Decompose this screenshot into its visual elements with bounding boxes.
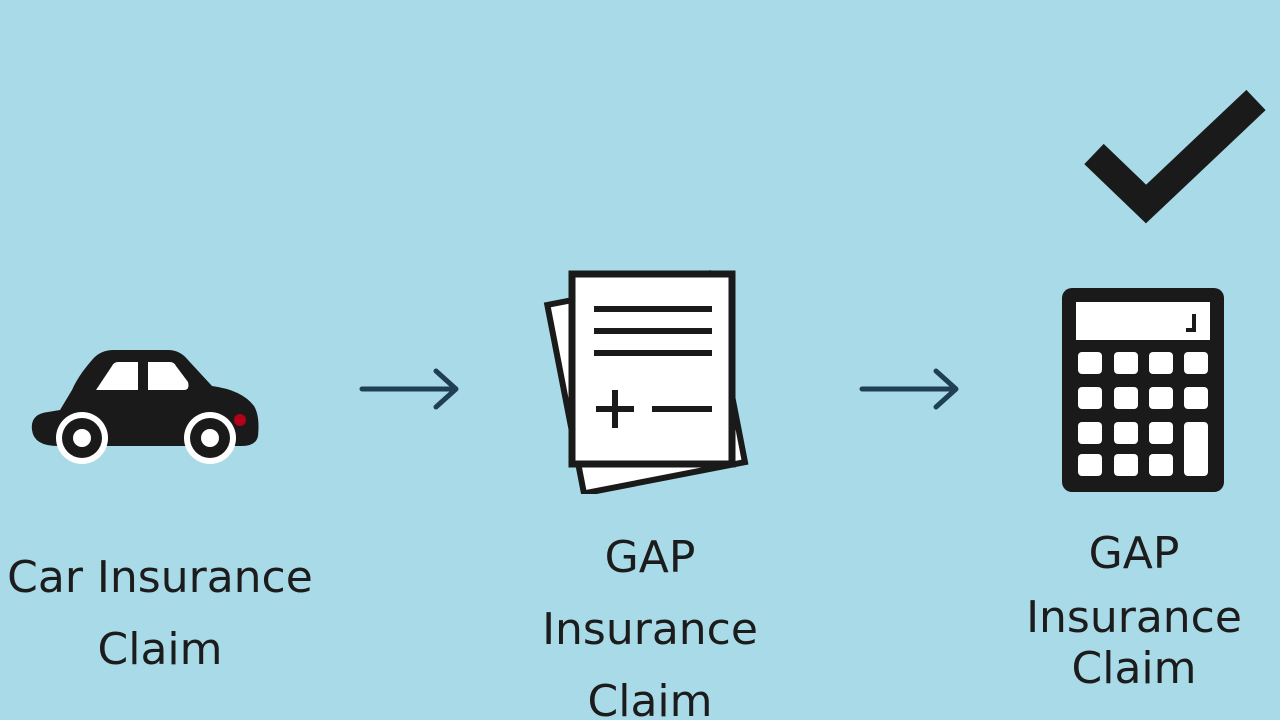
step-1-label-line-1: Car Insurance (7, 552, 313, 603)
calculator-key (1184, 387, 1208, 409)
calculator-key (1149, 352, 1173, 374)
checkmark-icon (1084, 89, 1266, 224)
step-2-label: GAP Insurance Claim (490, 522, 810, 720)
step-2-label-line-2: Insurance (542, 604, 758, 655)
arrow-right-icon (859, 368, 959, 410)
calculator-key (1114, 454, 1138, 476)
calculator-key (1078, 387, 1102, 409)
calculator-key (1149, 387, 1173, 409)
calculator-key (1078, 422, 1102, 444)
calculator-key (1078, 352, 1102, 374)
car-icon (31, 350, 259, 464)
step-1-label-line-2: Claim (97, 624, 223, 675)
calculator-key-tall (1184, 422, 1208, 476)
calculator-key (1114, 422, 1138, 444)
step-2-label-line-1: GAP (604, 532, 696, 583)
arrow-right-icon (359, 368, 459, 410)
step-2-label-line-3: Claim (587, 676, 713, 720)
document-icon (543, 270, 749, 494)
calculator-key (1114, 352, 1138, 374)
calculator-key (1149, 422, 1173, 444)
calculator-key (1149, 454, 1173, 476)
step-1-label: Car Insurance Claim (0, 542, 320, 686)
calculator-key (1078, 454, 1102, 476)
calculator-key (1114, 387, 1138, 409)
calculator-key (1184, 352, 1208, 374)
calculator-icon (1062, 288, 1224, 492)
step-3-label-line-3: Claim (1071, 643, 1197, 694)
step-3-label-line-2: Insurance (1026, 592, 1242, 643)
step-3-label: GAP Insurance Claim (974, 518, 1280, 692)
step-3-label-line-1: GAP (1088, 528, 1180, 579)
